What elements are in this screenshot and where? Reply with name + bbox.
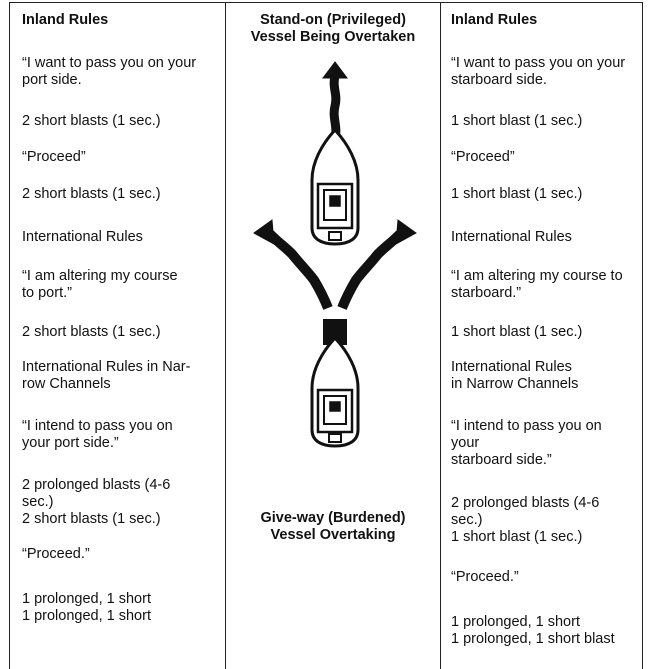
right-text-line: starboard.”	[451, 285, 522, 301]
left-text-line: International Rules	[22, 229, 143, 245]
right-text-line: starboard side.	[451, 72, 547, 88]
left-text-line: “Proceed”	[22, 149, 86, 165]
left-text-line: “I am altering my course	[22, 268, 178, 284]
left-text-line: 1 prolonged, 1 short	[22, 591, 151, 607]
table-frame	[9, 2, 643, 669]
right-text-line: in Narrow Channels	[451, 376, 579, 392]
left-text-line: to port.”	[22, 285, 72, 301]
right-text-line: “Proceed”	[451, 149, 515, 165]
left-text-line: sec.)	[22, 494, 54, 510]
left-text-line: port side.	[22, 72, 82, 88]
stand-on-arrow-head	[322, 61, 348, 79]
stand-on-wake	[329, 74, 341, 140]
left-heading: Inland Rules	[22, 12, 109, 28]
left-text-block: International Rules	[22, 229, 143, 246]
right-text-line: 1 short blast (1 sec.)	[451, 529, 583, 545]
give-way-heading-line-2: Vessel Overtaking	[270, 527, 396, 543]
stand-on-heading-line-1: Stand-on (Privileged)	[260, 12, 406, 28]
left-text-block: “Proceed.”	[22, 546, 90, 563]
left-text-block: International Rules in Nar-row Channels	[22, 359, 190, 393]
left-text-line: 2 short blasts (1 sec.)	[22, 113, 161, 129]
right-text-line: 1 short blast (1 sec.)	[451, 113, 583, 129]
right-text-line: 1 prolonged, 1 short blast	[451, 631, 615, 647]
left-text-line: “I want to pass you on your	[22, 55, 197, 71]
right-text-line: starboard side.”	[451, 452, 552, 468]
right-text-line: 1 short blast (1 sec.)	[451, 324, 583, 340]
right-text-line: 1 short blast (1 sec.)	[451, 186, 583, 202]
left-text-block: “Proceed”	[22, 149, 86, 166]
give-way-heading: Give-way (Burdened) Vessel Overtaking	[226, 510, 440, 544]
right-text-line: “I intend to pass you on	[451, 418, 602, 434]
right-text-block: 1 short blast (1 sec.)	[451, 324, 582, 341]
left-text-block: 2 short blasts (1 sec.)	[22, 113, 161, 130]
left-text-line: 2 short blasts (1 sec.)	[22, 324, 161, 340]
right-text-block: 1 short blast (1 sec.)	[451, 186, 582, 203]
right-text-line: “I want to pass you on your	[451, 55, 626, 71]
right-text-line: “I am altering my course to	[451, 268, 623, 284]
right-text-line: 2 prolonged blasts (4-6	[451, 495, 600, 511]
left-text-block: 2 short blasts (1 sec.)	[22, 324, 161, 341]
stand-on-heading-line-2: Vessel Being Overtaken	[250, 29, 416, 45]
column-divider-right	[440, 2, 441, 669]
left-text-line: “I intend to pass you on	[22, 418, 173, 434]
right-text-line: your	[451, 435, 480, 451]
left-text-line: 2 prolonged blasts (4-6	[22, 477, 171, 493]
port-wake	[266, 230, 333, 310]
right-text-block: International Rules	[451, 229, 572, 246]
left-text-block: 2 short blasts (1 sec.)	[22, 186, 161, 203]
right-text-line: International Rules	[451, 229, 572, 245]
stand-on-heading: Stand-on (Privileged) Vessel Being Overt…	[226, 12, 440, 46]
right-text-block: “Proceed.”	[451, 569, 519, 586]
left-text-line: your port side.”	[22, 435, 119, 451]
left-text-line: row Channels	[22, 376, 111, 392]
starboard-wake	[337, 230, 404, 310]
give-way-heading-line-1: Give-way (Burdened)	[260, 510, 406, 526]
left-text-line: International Rules in Nar-	[22, 359, 191, 375]
right-text-block: 1 short blast (1 sec.)	[451, 113, 582, 130]
right-heading: Inland Rules	[451, 12, 538, 28]
left-text-line: 1 prolonged, 1 short	[22, 608, 151, 624]
left-text-line: “Proceed.”	[22, 546, 90, 562]
vessel-diagram	[253, 61, 417, 448]
right-text-line: 1 prolonged, 1 short	[451, 614, 580, 630]
column-divider-left	[225, 2, 226, 669]
right-text-block: “Proceed”	[451, 149, 515, 166]
left-text-line: 2 short blasts (1 sec.)	[22, 511, 161, 527]
left-text-line: 2 short blasts (1 sec.)	[22, 186, 161, 202]
right-text-line: “Proceed.”	[451, 569, 519, 585]
right-text-line: International Rules	[451, 359, 572, 375]
right-text-line: sec.)	[451, 512, 483, 528]
